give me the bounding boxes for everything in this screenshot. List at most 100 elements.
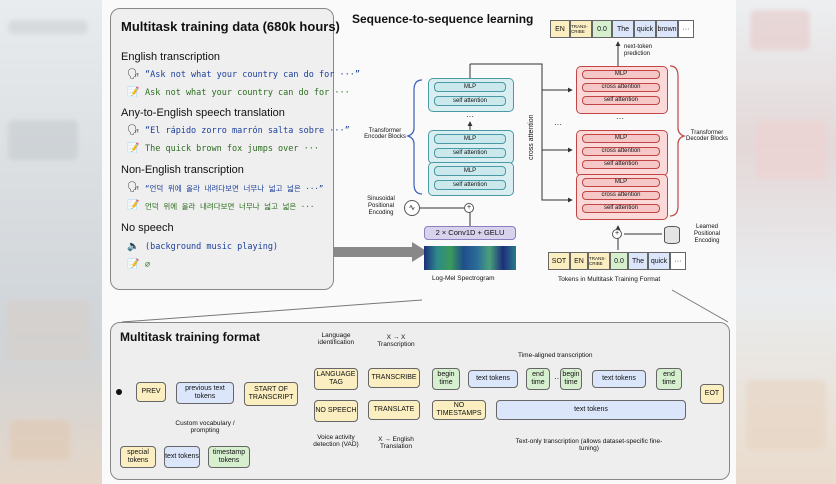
training-data-panel: Multitask training data (680k hours) Eng… — [110, 8, 360, 290]
note-icon: 📝 — [127, 200, 140, 211]
decoder-self-attention: self attention — [582, 204, 660, 213]
example-audio: “Ask not what your country can do for ··… — [145, 70, 360, 80]
decoder-mlp: MLP — [582, 178, 660, 187]
learned-encoding-label: Learned Positional Encoding — [693, 224, 720, 244]
example-text: The quick brown fox jumps over ··· — [145, 144, 319, 154]
conv-block: 2 × Conv1D + GELU — [424, 226, 516, 240]
section-heading: No speech — [121, 222, 174, 234]
encoder-dots: ··· — [466, 112, 474, 121]
encoder-mlp: MLP — [434, 82, 506, 92]
no-timestamps-token: NO TIMESTAMPS — [432, 400, 486, 420]
in-token: quick — [648, 252, 670, 270]
custom-vocab-label: Custom vocabulary / prompting — [175, 420, 235, 434]
decoder-dots: ··· — [616, 114, 624, 123]
encoder-label: Transformer Encoder Blocks — [364, 128, 406, 140]
legend-timestamp-tokens: timestamp tokens — [208, 446, 250, 468]
architecture-title: Sequence-to-sequence learning — [352, 12, 534, 26]
flow-dots: ··· — [554, 374, 562, 383]
decoder-cross-attention: cross attention — [582, 83, 660, 92]
begin-time-token: begin time — [560, 368, 582, 390]
speaker-icon: 🗣 — [127, 182, 140, 193]
text-tokens-block: text tokens — [592, 370, 646, 388]
out-token: EN — [550, 20, 570, 38]
start-of-transcript-token: START OF TRANSCRIPT — [244, 382, 298, 406]
diagram-figure: Multitask training data (680k hours) Eng… — [102, 0, 736, 484]
begin-time-token: begin time — [432, 368, 460, 390]
note-icon: 📝 — [127, 259, 140, 270]
in-token: The — [628, 252, 648, 270]
in-token: 0.0 — [610, 252, 628, 270]
blur-block — [6, 300, 90, 360]
out-token: brown — [656, 20, 678, 38]
blur-block — [8, 120, 78, 160]
out-token: quick — [634, 20, 656, 38]
training-data-title: Multitask training data (680k hours) — [121, 19, 340, 34]
end-time-token: end time — [526, 368, 550, 390]
encoder-self-attention: self attention — [434, 148, 506, 158]
spectrogram-image — [424, 246, 516, 270]
out-token: TRANS-CRIBE — [570, 20, 592, 38]
decoder-cross-attention: cross attention — [582, 147, 660, 156]
database-icon — [664, 226, 680, 244]
prev-token: PREV — [136, 382, 166, 402]
section-heading: English transcription — [121, 51, 221, 63]
decoder-mlp: MLP — [582, 134, 660, 143]
in-token: EN — [570, 252, 588, 270]
blur-block — [746, 380, 826, 450]
text-tokens-block: text tokens — [468, 370, 518, 388]
note-icon: 📝 — [127, 143, 140, 154]
blur-block — [10, 420, 70, 460]
example-audio: “언덕 위에 올라 내려다보면 너무나 넓고 넓은 ···” — [145, 184, 324, 193]
encoder-mlp: MLP — [434, 166, 506, 176]
out-token: ··· — [678, 20, 694, 38]
spectrogram-caption: Log-Mel Spectrogram — [432, 275, 495, 282]
add-icon: + — [612, 229, 622, 239]
speaker-off-icon: 🔈 — [127, 241, 140, 252]
language-tag-token: LANGUAGE TAG — [314, 368, 358, 390]
out-token: 0.0 — [592, 20, 612, 38]
cross-attention-label: cross attention — [528, 114, 535, 160]
add-icon: + — [464, 203, 474, 213]
blurred-background-right — [736, 0, 836, 484]
encoder-self-attention: self attention — [434, 96, 506, 106]
example-audio: “El rápido zorro marrón salta sobre ···” — [145, 126, 350, 136]
blur-block — [750, 10, 810, 50]
sinusoidal-label: Sinusoidal Positional Encoding — [367, 196, 395, 216]
decoder-label: Transformer Decoder Blocks — [685, 130, 729, 142]
format-title: Multitask training format — [120, 330, 261, 344]
in-token: ··· — [670, 252, 686, 270]
previous-text-tokens: previous text tokens — [176, 382, 234, 404]
decoder-self-attention: self attention — [582, 96, 660, 105]
blur-block — [756, 120, 826, 180]
decoder-cross-attention: cross attention — [582, 191, 660, 200]
example-text: Ask not what your country can do for ··· — [145, 88, 350, 98]
translate-token: TRANSLATE — [368, 400, 420, 420]
encoder-self-attention: self attention — [434, 180, 506, 190]
no-speech-token: NO SPEECH — [314, 400, 358, 422]
transcribe-token: TRANSCRIBE — [368, 368, 420, 388]
decoder-side-dots: ··· — [554, 120, 562, 129]
legend-special-tokens: special tokens — [120, 446, 156, 468]
legend-text-tokens: text tokens — [164, 446, 200, 468]
in-token: TRANS-CRIBE — [588, 252, 610, 270]
text-only-label: Text-only transcription (allows dataset-… — [515, 438, 663, 452]
text-tokens-long: text tokens — [496, 400, 686, 420]
eot-token: EOT — [700, 384, 724, 404]
decoder-self-attention: self attention — [582, 160, 660, 169]
out-token: The — [612, 20, 634, 38]
vad-label: Voice activity detection (VAD) — [313, 434, 359, 448]
language-identification-label: Language identification — [317, 332, 355, 346]
speaker-icon: 🗣 — [127, 69, 140, 80]
blur-block — [8, 20, 88, 34]
section-heading: Any-to-English speech translation — [121, 107, 285, 119]
tokens-caption: Tokens in Multitask Training Format — [558, 276, 661, 283]
xx-transcription-label: X → X Transcription — [377, 334, 415, 348]
sine-wave-icon: ∿ — [404, 200, 420, 216]
section-heading: Non-English transcription — [121, 164, 244, 176]
example-text: 언덕 위에 올라 내려다보면 너무나 넓고 넓은 ··· — [145, 202, 315, 211]
encoder-mlp: MLP — [434, 134, 506, 144]
x-english-label: X → English Translation — [378, 436, 414, 450]
next-token-label: next-token prediction — [624, 44, 653, 57]
in-token: SOT — [548, 252, 570, 270]
speaker-icon: 🗣 — [127, 125, 140, 136]
